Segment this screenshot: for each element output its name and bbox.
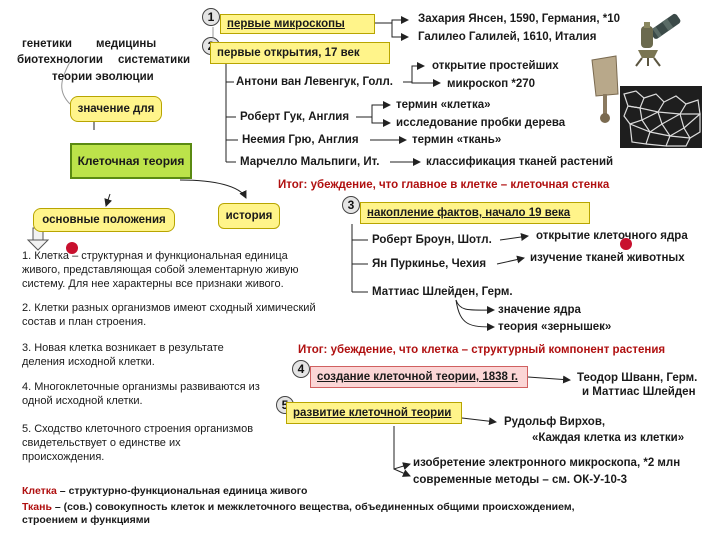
definition-tissue-text: – (сов.) совокупность клеток и межклеточ… — [22, 501, 575, 526]
stage-5-title: развитие клеточной теории — [286, 402, 462, 424]
branch-biotech: биотехнологии — [17, 54, 103, 66]
creator-schleiden: и Маттиас Шлейден — [582, 386, 696, 398]
stage-1-label: первые микроскопы — [227, 18, 345, 30]
position-2: 2. Клетки разных организмов имеют сходны… — [22, 302, 316, 328]
definition-tissue-term: Ткань — [22, 501, 52, 513]
malpighi: Марчелло Мальпиги, Ит. — [240, 156, 380, 168]
stage-5-label: развитие клеточной теории — [293, 407, 452, 419]
definition-cell-text: – структурно-функциональная единица живо… — [56, 485, 308, 497]
node-cell-theory: Клеточная теория — [70, 143, 192, 179]
red-dot-marker — [620, 238, 632, 250]
leeuwenhoek-item-1: открытие простейших — [432, 60, 559, 72]
node-main-positions: основные положения — [33, 208, 175, 232]
branch-systematics: систематики — [118, 54, 191, 66]
schleiden-item-2: теория «зернышек» — [498, 321, 612, 333]
purkinje: Ян Пуркинье, Чехия — [372, 258, 487, 270]
definition-cell: Клетка – структурно-функциональная едини… — [22, 485, 307, 498]
stage-4-number: 4 — [292, 360, 310, 378]
stage-3-number: 3 — [342, 196, 360, 214]
stage-1-title: первые микроскопы — [220, 14, 375, 34]
branch-evolution: теории эволюции — [52, 71, 154, 83]
stage-4-title: создание клеточной теории, 1838 г. — [310, 366, 528, 388]
hooke-item-2: исследование пробки дерева — [396, 117, 566, 129]
modern-methods: современные методы – см. ОК-У-10-3 — [413, 474, 628, 486]
stage-3-label: накопление фактов, начало 19 века — [367, 207, 571, 219]
janssen: Захария Янсен, 1590, Германия, *10 — [418, 13, 621, 25]
cork-cells-image — [620, 86, 702, 148]
conclusion-2: Итог: убеждение, что клетка – структурны… — [298, 344, 666, 356]
grew: Неемия Грю, Англия — [242, 134, 359, 146]
definition-cell-term: Клетка — [22, 485, 57, 497]
node-significance: значение для — [70, 96, 162, 122]
branch-genetics: генетики — [22, 38, 72, 50]
stage-4-label: создание клеточной теории, 1838 г. — [317, 371, 518, 383]
stage-2-title: первые открытия, 17 век — [210, 42, 390, 64]
creator-schwann: Теодор Шванн, Герм. — [577, 372, 698, 384]
galileo: Галилео Галилей, 1610, Италия — [418, 31, 597, 43]
red-dot-marker — [66, 242, 78, 254]
stage-2-label: первые открытия, 17 век — [217, 47, 360, 59]
virchow: Рудольф Вирхов, — [504, 416, 606, 428]
brown: Роберт Броун, Шотл. — [372, 234, 492, 246]
electron-microscope: изобретение электронного микроскопа, *2 … — [413, 457, 681, 469]
schleiden: Маттиас Шлейден, Герм. — [372, 286, 513, 298]
leeuwenhoek: Антони ван Левенгук, Голл. — [236, 76, 393, 88]
antique-microscope-image — [635, 22, 661, 67]
position-5: 5. Сходство клеточного строения организм… — [22, 423, 254, 463]
leeuwenhoek-microscope-image — [591, 55, 619, 123]
schleiden-item-1: значение ядра — [498, 304, 581, 316]
position-4: 4. Многоклеточные организмы развиваются … — [22, 381, 260, 407]
node-history: история — [218, 203, 280, 229]
microscope-tube-image — [650, 13, 681, 39]
grew-item: термин «ткань» — [412, 134, 502, 146]
hooke: Роберт Гук, Англия — [240, 111, 350, 123]
stage-3-title: накопление фактов, начало 19 века — [360, 202, 590, 224]
definition-tissue: Ткань – (сов.) совокупность клеток и меж… — [22, 501, 632, 527]
purkinje-item: изучение тканей животных — [530, 252, 685, 264]
branch-medicine: медицины — [96, 38, 157, 50]
position-1: 1. Клетка – структурная и функциональная… — [22, 250, 299, 290]
leeuwenhoek-item-2: микроскоп *270 — [447, 78, 536, 90]
position-3: 3. Новая клетка возникает в результате д… — [22, 342, 224, 368]
brown-item: открытие клеточного ядра — [536, 230, 688, 242]
conclusion-1: Итог: убеждение, что главное в клетке – … — [278, 179, 610, 191]
stage-1-number: 1 — [202, 8, 220, 26]
hooke-item-1: термин «клетка» — [396, 99, 491, 111]
malpighi-item: классификация тканей растений — [426, 156, 614, 168]
virchow-quote: «Каждая клетка из клетки» — [532, 432, 685, 444]
